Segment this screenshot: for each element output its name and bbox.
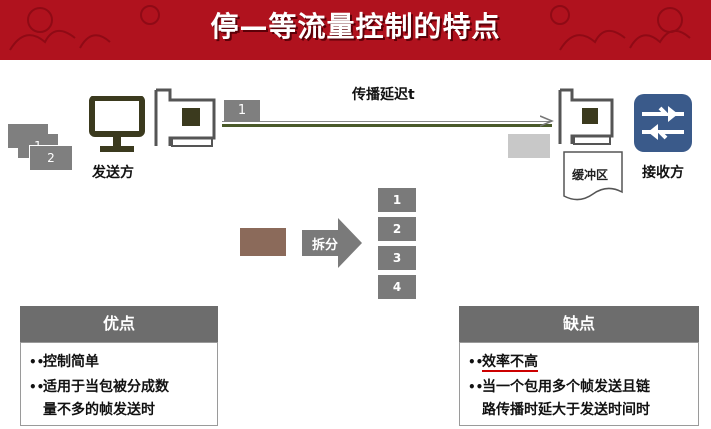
buffer-document-icon bbox=[563, 151, 623, 201]
computer-icon bbox=[89, 96, 145, 152]
receiver-network-card-icon bbox=[558, 88, 614, 145]
sender-label: 发送方 bbox=[92, 165, 134, 181]
propagation-delay-label: 传播延迟t bbox=[352, 87, 415, 103]
packet-in-transit: 1 bbox=[224, 100, 260, 122]
received-packet bbox=[508, 134, 550, 158]
fragment-3: 3 bbox=[378, 246, 416, 270]
cons-header: 缺点 bbox=[459, 306, 699, 342]
link-top-line bbox=[222, 121, 552, 122]
receiver-label: 接收方 bbox=[642, 165, 684, 181]
buffer-label: 缓冲区 bbox=[572, 168, 609, 182]
fragment-4: 4 bbox=[378, 275, 416, 299]
pros-item-2-cont: 量不多的帧发送时 bbox=[43, 402, 155, 418]
title-banner: 停—等流量控制的特点 bbox=[0, 0, 711, 60]
original-packet-block bbox=[240, 228, 286, 256]
split-arrow-icon bbox=[302, 218, 362, 268]
link-line bbox=[222, 124, 552, 127]
fragment-2: 2 bbox=[378, 217, 416, 241]
page-title: 停—等流量控制的特点 bbox=[210, 10, 501, 43]
router-icon bbox=[634, 94, 692, 152]
split-label: 拆分 bbox=[312, 238, 339, 253]
cloud-pattern bbox=[9, 5, 691, 51]
cons-item-1: ••效率不高 bbox=[468, 354, 538, 372]
cons-item-2-cont: 路传播时延大于发送时间时 bbox=[482, 402, 650, 418]
pros-panel: ••控制简单 ••适用于当包被分成数 量不多的帧发送时 bbox=[20, 342, 218, 426]
network-card-icon bbox=[154, 88, 216, 147]
cons-panel: ••效率不高 ••当一个包用多个帧发送且链 路传播时延大于发送时间时 bbox=[459, 342, 699, 426]
fragment-1: 1 bbox=[378, 188, 416, 212]
pros-item-2: ••适用于当包被分成数 bbox=[29, 379, 169, 395]
cons-item-2: ••当一个包用多个帧发送且链 bbox=[468, 379, 650, 395]
pros-item-1: ••控制简单 bbox=[29, 354, 99, 370]
arrow-right-icon bbox=[540, 115, 554, 127]
stack-packet-front: 2 bbox=[30, 146, 72, 170]
pros-header: 优点 bbox=[20, 306, 218, 342]
